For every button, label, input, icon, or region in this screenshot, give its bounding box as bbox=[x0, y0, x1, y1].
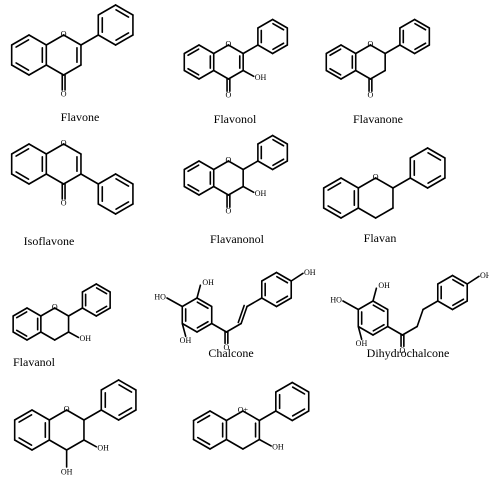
chalcone-hydroxyl-6prime: OH bbox=[180, 336, 192, 345]
chalcone-hydroxyl-4: OH bbox=[304, 268, 316, 277]
dihydrochalcone-hydroxyl-6prime: OH bbox=[356, 339, 368, 348]
isoflavone-caption: Isoflavone bbox=[24, 234, 75, 248]
flavanone-ring-oxygen: O bbox=[368, 40, 374, 49]
dihydrochalcone-hydroxyl-4: OH bbox=[480, 271, 489, 280]
flavanonol-caption: Flavanonol bbox=[210, 232, 265, 246]
chalcone-hydroxyl-2prime: OH bbox=[202, 278, 214, 287]
flavonol-carbonyl-oxygen: O bbox=[226, 91, 232, 100]
flavylium-structure: O+ OH bbox=[192, 381, 310, 451]
chalcone-caption: Chalcone bbox=[208, 346, 253, 360]
chalcone-hydroxyl-4prime: HO bbox=[154, 293, 166, 302]
isoflavone-carbonyl-oxygen: O bbox=[61, 199, 67, 208]
isoflavone-structure: O O Isoflavone bbox=[10, 139, 134, 248]
flavan-structure: O Flavan bbox=[322, 147, 446, 245]
chalcone-carbonyl-oxygen: O bbox=[224, 343, 230, 352]
flavanone-caption: Flavanone bbox=[353, 112, 403, 126]
flavanonol-structure: O O OH Flavanonol bbox=[183, 134, 289, 246]
dihydrochalcone-hydroxyl-4prime: HO bbox=[330, 296, 342, 305]
flavonol-structure: O O OH Flavonol bbox=[183, 18, 289, 126]
flavone-carbonyl-oxygen: O bbox=[61, 90, 67, 99]
flavanol-caption: Flavanol bbox=[13, 355, 56, 369]
flavone-structure: O O Flavone bbox=[10, 4, 134, 124]
flavanol-structure: O OH Flavanol bbox=[12, 283, 111, 369]
flavanol-ring-oxygen: O bbox=[52, 303, 58, 312]
isoflavone-ring-oxygen: O bbox=[61, 139, 67, 148]
flavan-3-4-diol-hydroxyl-4: OH bbox=[61, 468, 73, 477]
flavylium-ring-oxygen: O+ bbox=[238, 406, 249, 415]
flavan-3-4-diol-ring-oxygen: O bbox=[64, 405, 70, 414]
flavylium-hydroxyl-3: OH bbox=[272, 442, 284, 451]
flavanonol-ring-oxygen: O bbox=[226, 156, 232, 165]
flavan-ring-oxygen: O bbox=[373, 173, 379, 182]
flavanonol-carbonyl-oxygen: O bbox=[226, 207, 232, 216]
flavone-ring-oxygen: O bbox=[61, 30, 67, 39]
flavanone-structure: O O Flavanone bbox=[325, 18, 431, 126]
flavonol-hydroxyl-3: OH bbox=[255, 73, 267, 82]
flavone-caption: Flavone bbox=[61, 110, 100, 124]
flavonol-caption: Flavonol bbox=[214, 112, 257, 126]
dihydrochalcone-hydroxyl-2prime: OH bbox=[378, 281, 390, 290]
flavanonol-hydroxyl-3: OH bbox=[255, 189, 267, 198]
flavan-3-4-diol-hydroxyl-3: OH bbox=[97, 443, 109, 452]
flavan-3-4-diol-structure: O OH OH bbox=[13, 379, 137, 477]
dihydrochalcone-caption: Dihydrochalcone bbox=[367, 346, 450, 360]
flavan-caption: Flavan bbox=[364, 231, 397, 245]
flavonol-ring-oxygen: O bbox=[226, 40, 232, 49]
chalcone-structure: HO OH OH O OH Chalcone bbox=[154, 268, 315, 360]
flavanone-carbonyl-oxygen: O bbox=[368, 91, 374, 100]
dihydrochalcone-carbonyl-oxygen: O bbox=[400, 346, 406, 355]
flavanol-hydroxyl-3: OH bbox=[79, 334, 91, 343]
